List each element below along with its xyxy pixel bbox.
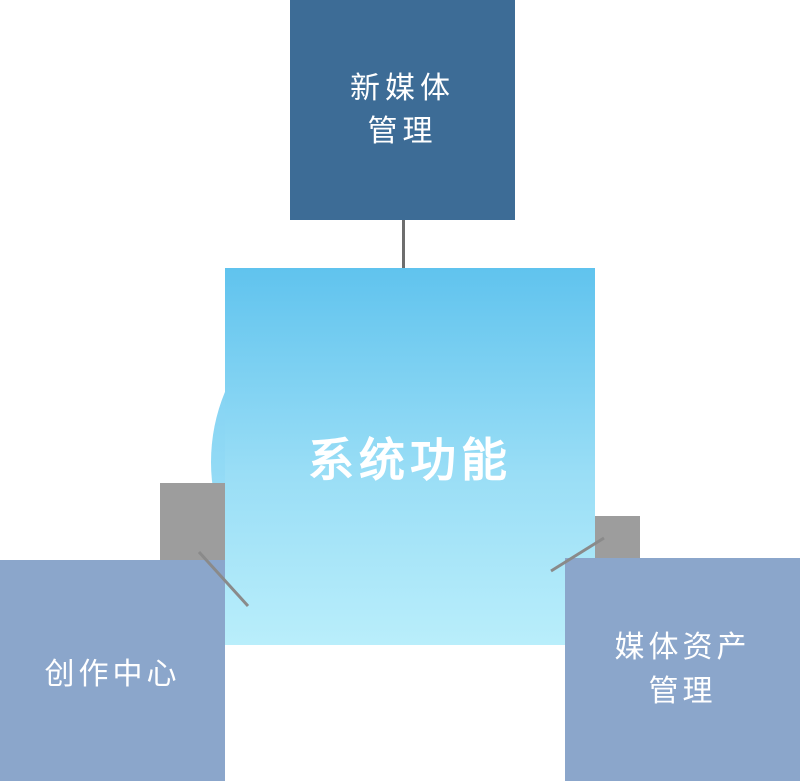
node-system-functions: 系统功能 xyxy=(225,268,595,645)
node-new-media-label-line2: 管理 xyxy=(367,115,438,148)
node-media-asset-label-line2: 管理 xyxy=(648,674,717,708)
node-system-functions-label: 系统功能 xyxy=(308,433,512,486)
decor-square-left xyxy=(160,483,225,561)
node-media-asset-label-line1: 媒体资产 xyxy=(614,631,751,664)
node-media-asset-management: 媒体资产 管理 xyxy=(565,558,800,781)
decor-square-right xyxy=(595,516,640,560)
node-new-media-management: 新媒体 管理 xyxy=(290,0,515,220)
node-creation-center-label: 创作中心 xyxy=(44,657,181,691)
node-creation-center: 创作中心 xyxy=(0,560,225,781)
node-new-media-label-line1: 新媒体 xyxy=(350,71,455,105)
